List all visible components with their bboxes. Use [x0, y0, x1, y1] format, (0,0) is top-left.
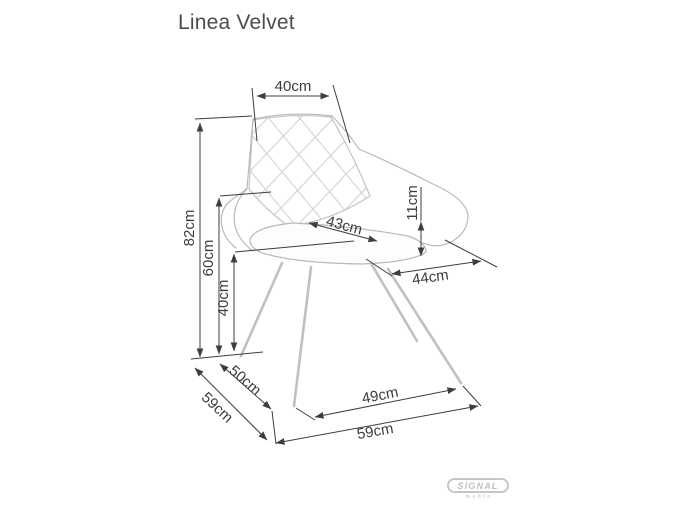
chair-shell-outline — [220, 113, 469, 249]
floor-reference-line — [190, 351, 264, 360]
dimension-label: 82cm — [181, 210, 198, 247]
chair-left-armrest-inner — [233, 188, 254, 252]
dimension-arrow — [308, 221, 378, 243]
extension-line — [271, 410, 277, 445]
dimension-seat-width-front: 44cm — [365, 239, 498, 289]
chair-legs — [239, 261, 463, 408]
brand-logo-tagline: meble — [465, 494, 493, 500]
leader-line — [194, 115, 253, 120]
dimension-height-seat: 40cm — [215, 240, 355, 352]
leader-line — [219, 191, 272, 197]
extension-line — [332, 84, 351, 144]
dimension-arrow — [391, 258, 482, 277]
dimension-base-width-outer: 59cm — [271, 385, 482, 445]
dimension-arrow — [194, 367, 268, 441]
extension-line — [295, 407, 316, 421]
dimension-label: 59cm — [198, 389, 236, 426]
dimension-label: 49cm — [361, 384, 400, 408]
brand-logo-text: SIGNAL — [457, 480, 499, 491]
dimension-cushion-edge-height: 11cm — [404, 185, 425, 257]
dimension-label: 40cm — [275, 78, 312, 95]
leader-line — [234, 240, 355, 253]
chair-leg-back-left — [239, 261, 284, 358]
dimension-height-armrest: 60cm — [200, 191, 272, 355]
extension-line — [251, 87, 258, 142]
brand-logo: SIGNAL meble — [447, 478, 511, 500]
extension-line — [462, 385, 482, 407]
dimension-arrow — [275, 404, 479, 445]
page-title: Linea Velvet — [178, 11, 295, 34]
brand-logo-badge: SIGNAL — [447, 478, 509, 493]
chair-leg-back-right — [370, 263, 419, 343]
chair-illustration — [220, 113, 469, 408]
dimension-base-depth-inner: 50cm — [219, 362, 272, 410]
chair-leg-front-right — [386, 267, 463, 385]
dimension-label: 44cm — [411, 267, 450, 289]
dimension-back-width-top: 40cm — [251, 78, 351, 144]
chair-backrest-quilting — [248, 114, 371, 227]
dimension-label: 59cm — [356, 420, 395, 443]
dimension-label: 11cm — [404, 185, 421, 221]
dimension-label: 40cm — [215, 280, 232, 317]
extension-line — [444, 239, 498, 268]
dimension-label: 50cm — [226, 362, 265, 399]
chair-leg-front-left — [292, 265, 313, 408]
dimension-label: 60cm — [200, 240, 217, 277]
extension-line — [365, 258, 393, 277]
dimension-height-total: 82cm — [181, 115, 253, 358]
chair-seat-cushion — [249, 222, 427, 265]
